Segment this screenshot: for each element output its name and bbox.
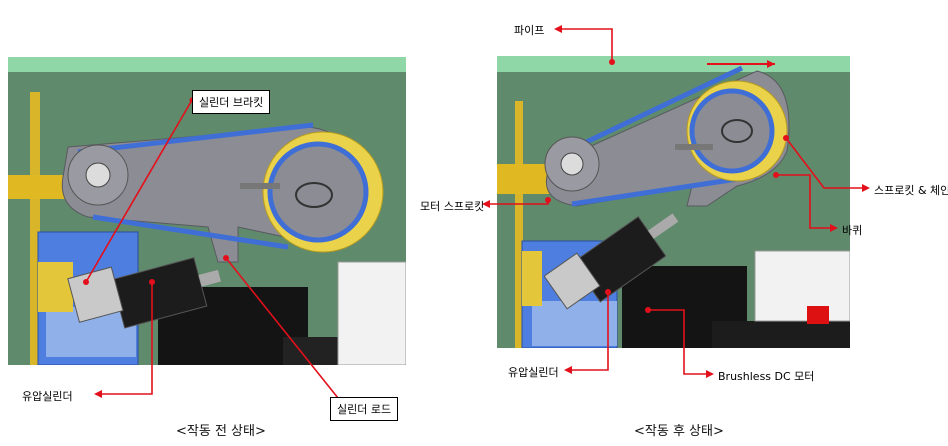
caption-after: <작동 후 상태>	[634, 424, 724, 439]
wheel-sprocket	[689, 88, 775, 174]
label-wheel: 바퀴	[842, 224, 863, 237]
tension-bolt	[675, 144, 713, 150]
after-operation-figure	[497, 56, 850, 348]
mount-bracket	[38, 262, 73, 312]
wheel-sprocket	[267, 141, 369, 243]
label-hydraulic-cylinder-left: 유압실린더	[22, 390, 73, 403]
label-cylinder-bracket: 실린더 브라킷	[192, 90, 271, 114]
wheel-hub	[721, 119, 753, 143]
support-post	[515, 101, 523, 348]
motor-base	[712, 321, 850, 348]
label-motor-sprocket: 모터 스프로킷	[420, 200, 485, 213]
chain-lower	[571, 173, 758, 207]
control-box	[754, 250, 850, 322]
motion-arrow-head	[767, 60, 775, 68]
wheel-hub	[295, 182, 333, 208]
label-cylinder-rod: 실린더 로드	[330, 397, 399, 421]
label-sprocket-chain: 스프로킷 & 체인	[874, 184, 948, 197]
support-post	[30, 92, 40, 365]
label-pipe: 파이프	[514, 24, 545, 37]
red-button	[807, 306, 829, 324]
motor-sprocket-hub	[85, 162, 111, 188]
caption-before: <작동 전 상태>	[176, 424, 266, 439]
label-bldc-motor: Brushless DC 모터	[718, 370, 815, 383]
tension-bolt	[240, 183, 280, 189]
pipe-band	[8, 57, 406, 72]
control-box	[337, 261, 406, 365]
chain-upper	[555, 65, 744, 159]
pipe-band	[497, 56, 850, 72]
label-hydraulic-cylinder-right: 유압실린더	[508, 366, 559, 379]
motor-sprocket-hub	[560, 152, 584, 176]
gearbox-housing	[532, 301, 617, 346]
mount-bracket	[522, 251, 542, 306]
after-mechanism-drawing	[497, 56, 850, 348]
